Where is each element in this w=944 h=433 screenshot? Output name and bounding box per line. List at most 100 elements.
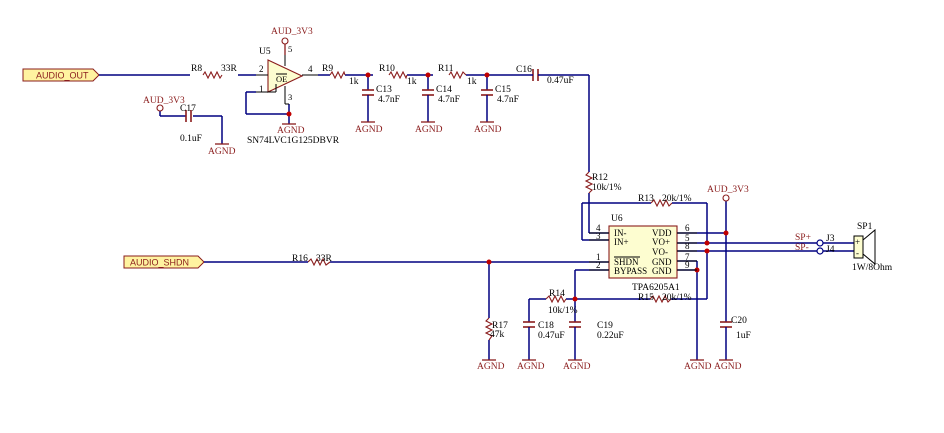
agnd-u6: AGND <box>684 359 712 372</box>
resistor-r17[interactable]: R17 47k <box>484 317 508 341</box>
u6-pin-in-plus-name: IN+ <box>614 237 629 247</box>
u6-pin-in-minus-name: IN- <box>614 228 627 238</box>
capacitor-c20[interactable]: C20 1uF <box>720 316 751 341</box>
c13-value: 4.7nF <box>378 95 400 105</box>
capacitor-c13[interactable]: C13 4.7nF <box>362 85 400 122</box>
speaker-sp1[interactable]: + - SP1 1W/8Ohm <box>852 222 893 273</box>
u6-ref: U6 <box>611 214 623 224</box>
resistor-r11[interactable]: R11 1k <box>438 64 477 87</box>
capacitor-c17[interactable]: C17 0.1uF <box>180 104 202 144</box>
r10-ref: R10 <box>379 64 395 74</box>
r11-value: 1k <box>467 77 477 87</box>
resistor-r8[interactable]: R8 33R <box>191 64 238 80</box>
sp1-plus: + <box>855 237 860 247</box>
agnd-c17: AGND <box>208 143 236 157</box>
j4-ref: J4 <box>826 245 835 255</box>
r8-ref: R8 <box>191 64 202 74</box>
c15-ref: C15 <box>495 85 511 95</box>
agnd-c18: AGND <box>517 359 545 372</box>
audio-shdn-port-label: AUDIO_SHDN <box>130 258 189 268</box>
u6-part: TPA6205A1 <box>632 283 680 293</box>
r13-ref: R13 <box>638 194 654 204</box>
j3-ref: J3 <box>826 234 835 244</box>
capacitor-c19[interactable]: C19 0.22uF <box>569 321 624 341</box>
agnd-u5-label: AGND <box>277 126 305 136</box>
u6-pin-3-num: 3 <box>596 231 601 241</box>
r17-value: 47k <box>490 330 505 340</box>
agnd-c17-label: AGND <box>208 147 236 157</box>
resistor-r12[interactable]: R12 10k/1% <box>584 171 622 194</box>
u6-amplifier[interactable]: U6 IN- IN+ SHDN BYPASS 4 3 1 2 VDD VO+ V… <box>589 214 697 293</box>
r16-value: 33R <box>316 254 333 264</box>
capacitor-c15[interactable]: C15 4.7nF <box>481 85 519 122</box>
capacitor-c14[interactable]: C14 4.7nF <box>422 85 460 122</box>
u5-ref: U5 <box>259 47 271 57</box>
u6-pin-vo-minus-name: VO- <box>652 247 668 257</box>
agnd-c20: AGND <box>714 359 742 372</box>
sp1-value: 1W/8Ohm <box>852 263 893 273</box>
c17-ref: C17 <box>180 104 196 114</box>
r13-value: 20k/1% <box>662 194 692 204</box>
connector-j3[interactable]: J3 <box>816 234 835 247</box>
u6-pin-2-num: 2 <box>596 260 601 270</box>
r17-ref: R17 <box>492 321 508 331</box>
u6-pin-vdd-name: VDD <box>652 228 672 238</box>
audio-shdn-port[interactable]: AUDIO_SHDN <box>123 255 205 269</box>
aud-3v3-u5: AUD_3V3 <box>271 27 313 55</box>
c18-ref: C18 <box>538 321 554 331</box>
r15-value: 20k/1% <box>662 293 692 303</box>
c16-ref: C16 <box>516 65 532 75</box>
resistor-r15[interactable]: R15 20k/1% <box>638 293 692 304</box>
u5-buffer[interactable]: U5 2 4 1 5 3 OE SN74LVC1G125DBVR <box>247 44 340 146</box>
u5-pin-in: 2 <box>259 64 264 74</box>
resistor-r13[interactable]: R13 20k/1% <box>638 194 692 208</box>
c14-value: 4.7nF <box>438 95 460 105</box>
c20-ref: C20 <box>731 316 747 326</box>
r9-value: 1k <box>349 77 359 87</box>
u6-pin-6-num: 6 <box>685 223 690 233</box>
u6-pin-gnd1-name: GND <box>652 257 672 267</box>
c17-value: 0.1uF <box>180 134 202 144</box>
agnd-c18-label: AGND <box>517 362 545 372</box>
u6-pin-gnd2-name: GND <box>652 266 672 276</box>
u5-pin-gnd: 3 <box>288 92 292 102</box>
r8-value: 33R <box>221 64 238 74</box>
r15-ref: R15 <box>638 293 654 303</box>
capacitor-c16[interactable]: C16 0.47uF <box>516 65 574 86</box>
resistor-r14[interactable]: R14 10k/1% <box>545 289 578 316</box>
aud-3v3-u5-label: AUD_3V3 <box>271 27 313 37</box>
sp1-ref: SP1 <box>857 222 873 232</box>
r11-ref: R11 <box>438 64 454 74</box>
net-sp-minus-label: SP- <box>795 243 809 253</box>
c13-ref: C13 <box>376 85 392 95</box>
u6-pin-5-num: 5 <box>685 233 690 243</box>
u5-pin-vcc: 5 <box>288 44 292 54</box>
connector-j4[interactable]: J4 <box>816 245 835 255</box>
u5-oe-label: OE <box>276 74 287 84</box>
aud-3v3-u6: AUD_3V3 <box>707 185 749 202</box>
agnd-u5: AGND <box>277 123 305 136</box>
u6-pin-shdn-name: SHDN <box>614 257 639 267</box>
agnd-c15: AGND <box>474 121 502 135</box>
resistor-r16[interactable]: R16 33R <box>288 254 333 267</box>
audio-out-port[interactable]: AUDIO_OUT <box>22 68 100 82</box>
u6-pin-1-num: 1 <box>596 252 601 262</box>
agnd-c20-label: AGND <box>714 362 742 372</box>
resistor-r10[interactable]: R10 1k <box>379 64 417 87</box>
u5-pin-oe: 1 <box>259 84 264 94</box>
net-sp-plus: SP+ <box>795 233 811 243</box>
agnd-c14: AGND <box>415 121 443 135</box>
c15-value: 4.7nF <box>497 95 519 105</box>
agnd-u6-label: AGND <box>684 362 712 372</box>
capacitor-c18[interactable]: C18 0.47uF <box>523 321 565 341</box>
agnd-r17-label: AGND <box>477 362 505 372</box>
u6-pin-vo-plus-name: VO+ <box>652 237 670 247</box>
c20-value: 1uF <box>736 331 751 341</box>
agnd-r17: AGND <box>477 359 505 372</box>
resistor-r9[interactable]: R9 1k <box>322 64 359 87</box>
agnd-c15-label: AGND <box>474 125 502 135</box>
r14-ref: R14 <box>549 289 565 299</box>
agnd-c13-label: AGND <box>355 125 383 135</box>
